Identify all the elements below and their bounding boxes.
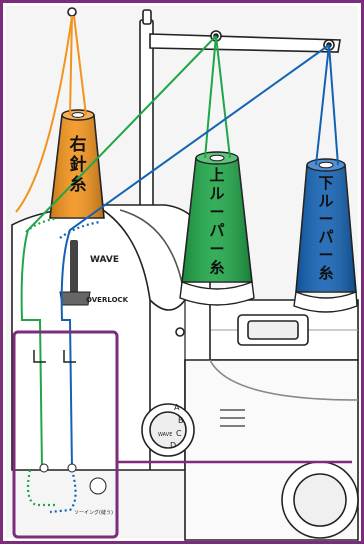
dial-letter-d: D (170, 441, 176, 450)
spool-label-right-needle: 右針糸 (70, 134, 87, 195)
dial-wave-word: WAVE (158, 432, 172, 438)
spool-label-upper-looper: 上ルーパー糸 (209, 166, 224, 277)
overlock-label: OVERLOCK (86, 296, 129, 304)
dial-letter-b: B (178, 416, 184, 425)
inset-caption: ソーイング(縫う) (74, 509, 113, 516)
wave-label: WAVE (90, 255, 119, 265)
spool-label-lower-looper: 下ルーパー糸 (318, 174, 333, 282)
dial-letter-c: C (176, 429, 182, 438)
dial-letter-a: A (174, 403, 180, 412)
